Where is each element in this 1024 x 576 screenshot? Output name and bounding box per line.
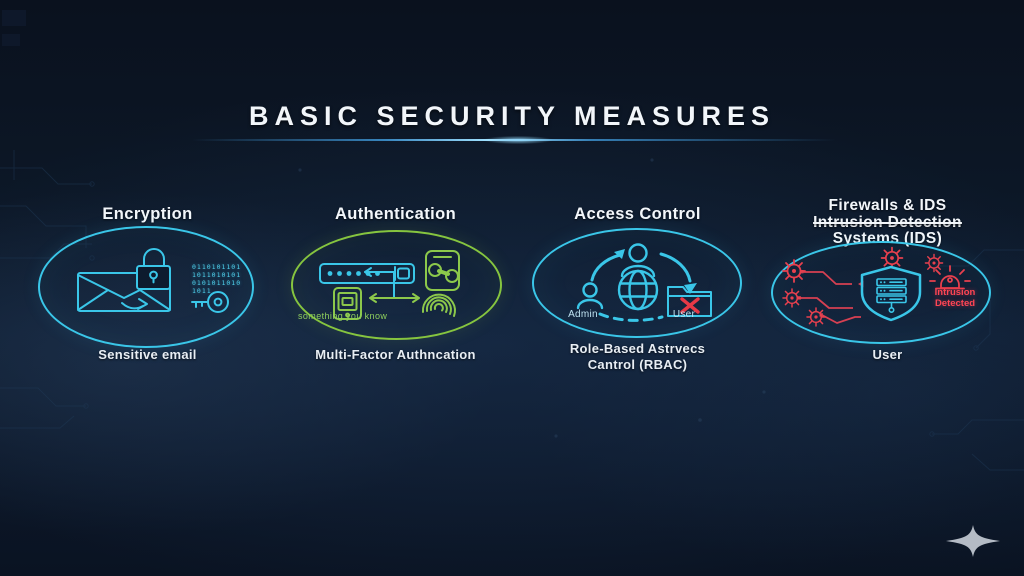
admin-user-icon <box>576 282 604 310</box>
flow-arrow-cyan <box>364 267 395 299</box>
intrusion-alert-label: Intrusion Detected <box>934 287 976 309</box>
firewalls-icons <box>782 246 971 327</box>
heading-access-control: Access Control <box>574 205 701 223</box>
user-label: User <box>672 309 696 320</box>
caption-firewalls: User <box>872 347 903 362</box>
admin-label: Admin <box>568 309 598 320</box>
x-icon <box>680 297 700 314</box>
key-icon <box>191 291 229 313</box>
server-icon <box>876 278 907 314</box>
heading-authentication: Authentication <box>334 205 457 223</box>
redo-arrow-icon <box>121 298 148 310</box>
globe-icon <box>617 269 659 311</box>
factor-label: something you know <box>298 311 388 321</box>
authentication-circle <box>291 230 502 340</box>
caption-authentication: Multi-Factor Authncation <box>315 347 476 362</box>
title-divider-glow <box>468 134 568 146</box>
envelope-icon <box>77 272 171 312</box>
sparkle-icon <box>946 525 1000 557</box>
alarm-icon <box>929 265 971 290</box>
phone-key-icon <box>425 250 460 291</box>
authentication-icons <box>319 250 460 320</box>
rotation-arrows-icon <box>590 249 697 322</box>
folder-denied-icon <box>667 286 712 317</box>
corner-artifact-chip <box>2 10 26 26</box>
access-control-circle <box>532 228 742 338</box>
page-title: BASIC SECURITY MEASURES <box>248 101 776 131</box>
fingerprint-icon <box>421 293 456 317</box>
corner-artifact-chip <box>2 34 20 46</box>
binary-code: 0110101101 1011010101 0101011010 1011 <box>192 263 242 295</box>
caption-encryption: Sensitive email <box>98 347 197 362</box>
attack-path-lines <box>797 270 864 324</box>
firewalls-circle <box>771 241 991 344</box>
encryption-circle <box>38 226 254 348</box>
access-control-icons <box>576 243 712 322</box>
heading-firewalls-line2: Intrusion Detection <box>813 213 962 231</box>
heading-firewalls-ids: Firewalls & IDS Intrusion Detection Syst… <box>770 197 1005 248</box>
user-icon <box>620 243 656 278</box>
heading-encryption: Encryption <box>102 205 193 223</box>
encryption-icons <box>77 248 229 313</box>
heading-firewalls-line1: Firewalls & IDS <box>828 197 947 214</box>
padlock-icon <box>136 248 171 290</box>
phone-icon <box>333 287 362 320</box>
caption-access-control: Role-Based Astrvecs Cantrol (RBAC) <box>569 341 706 372</box>
flow-arrows-green <box>369 293 420 303</box>
